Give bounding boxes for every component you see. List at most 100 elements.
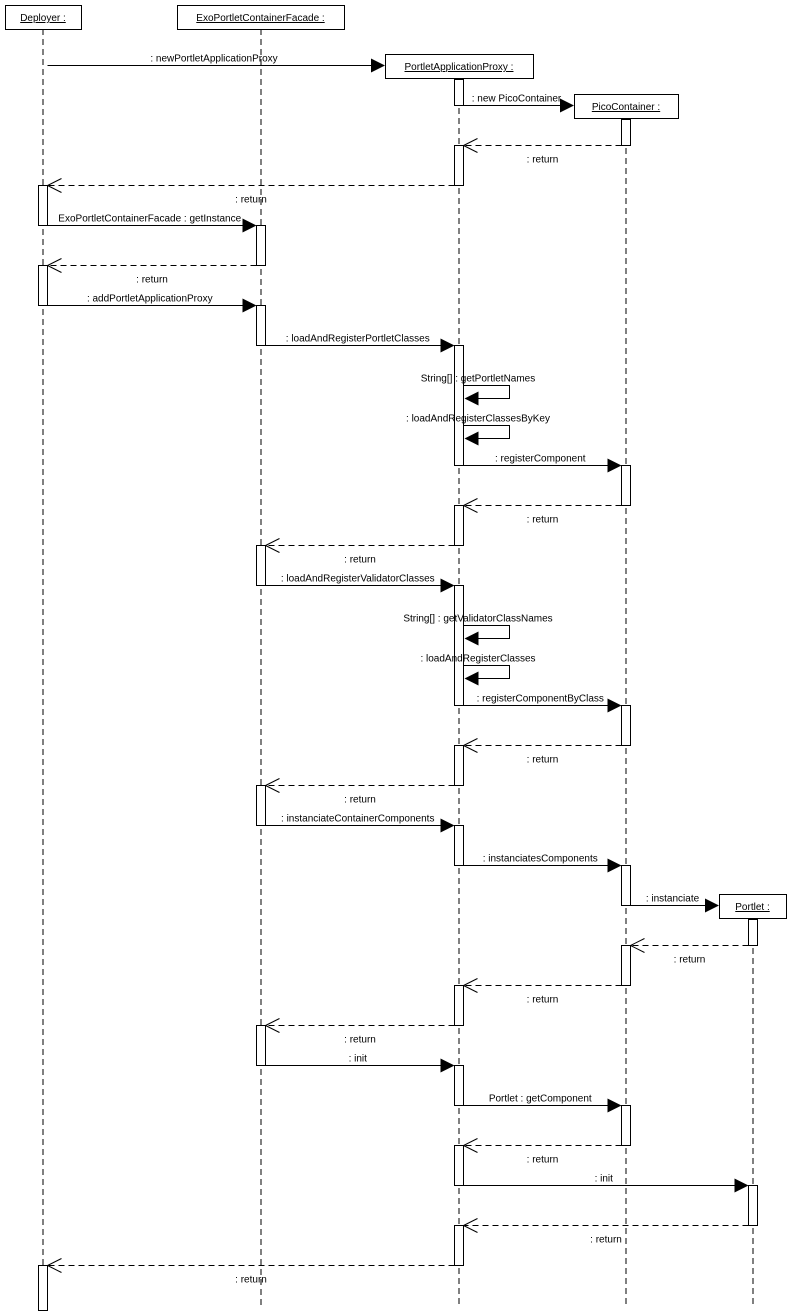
open-arrowhead-icon (264, 778, 280, 793)
object-box (177, 5, 345, 30)
open-arrowhead-icon (46, 178, 62, 193)
message-label: Portlet : getComponent (489, 1094, 592, 1105)
message-self: : loadAndRegisterClassesByKey (406, 414, 550, 446)
activation-proxy (454, 825, 464, 866)
activation-pico (621, 705, 631, 746)
activation-portlet (748, 919, 758, 946)
open-arrowhead-icon (46, 1258, 62, 1273)
message-call: : registerComponentByClass (463, 694, 622, 713)
activations (38, 79, 758, 1311)
filled-arrowhead-icon (440, 1058, 455, 1073)
message-call: : registerComponent (463, 454, 622, 473)
message-label: : loadAndRegisterClassesByKey (406, 414, 550, 425)
message-create: : newPortletApplicationProxy (47, 54, 385, 73)
filled-arrowhead-icon (607, 1098, 622, 1113)
activation-facade (256, 305, 266, 346)
message-call: : instanciatesComponents (463, 854, 622, 873)
activation-pico (621, 119, 631, 146)
filled-arrowhead-icon (242, 218, 257, 233)
message-return: : return (264, 778, 455, 806)
message-return: : return (462, 498, 622, 526)
activation-proxy (454, 505, 464, 546)
message-label: : return (527, 995, 559, 1006)
activation-proxy (454, 1145, 464, 1186)
message-label: : return (344, 795, 376, 806)
activation-proxy (454, 985, 464, 1026)
message-label: : addPortletApplicationProxy (87, 294, 213, 305)
message-label: : new PicoContainer (472, 94, 562, 105)
message-label: : return (527, 155, 559, 166)
message-label: : loadAndRegisterPortletClasses (286, 334, 430, 345)
object-deployer: Deployer : (5, 5, 82, 30)
activation-pico (621, 1105, 631, 1146)
message-label: : newPortletApplicationProxy (150, 54, 277, 65)
message-label: : return (527, 755, 559, 766)
object-name: PortletApplicationProxy : (405, 62, 514, 73)
message-return: : return (462, 738, 622, 766)
activation-deployer (38, 265, 48, 306)
message-label: : return (235, 195, 267, 206)
activation-pico (621, 865, 631, 906)
message-return: : return (46, 258, 257, 286)
message-return: : return (462, 1218, 749, 1246)
object-name: Deployer : (20, 13, 66, 24)
filled-arrowhead-icon (734, 1178, 749, 1193)
filled-arrowhead-icon (560, 98, 574, 113)
activation-pico (621, 945, 631, 986)
object-facade: ExoPortletContainerFacade : (177, 5, 345, 30)
message-call: : addPortletApplicationProxy (47, 294, 257, 313)
filled-arrowhead-icon (440, 338, 455, 353)
message-label: : loadAndRegisterClasses (420, 654, 535, 665)
message-label: : instanciatesComponents (483, 854, 598, 865)
open-arrowhead-icon (264, 538, 280, 553)
activation-facade (256, 1025, 266, 1066)
self-call-line (463, 665, 510, 679)
filled-arrowhead-icon (371, 58, 385, 73)
message-call: ExoPortletContainerFacade : getInstance (47, 214, 257, 233)
message-label: : loadAndRegisterValidatorClasses (281, 574, 435, 585)
messages: : newPortletApplicationProxy : new PicoCo… (46, 54, 749, 1286)
open-arrowhead-icon (462, 138, 478, 153)
message-return: : return (462, 1138, 622, 1166)
activation-facade (256, 225, 266, 266)
open-arrowhead-icon (462, 1138, 478, 1153)
activation-proxy (454, 1065, 464, 1106)
message-label: : return (136, 275, 168, 286)
message-label: : registerComponent (495, 454, 586, 465)
activation-deployer (38, 185, 48, 226)
message-return: : return (264, 1018, 455, 1046)
message-label: : return (344, 555, 376, 566)
open-arrowhead-icon (462, 1218, 478, 1233)
message-label: : init (595, 1174, 614, 1185)
message-self: String[] : getPortletNames (421, 374, 536, 406)
message-call: : loadAndRegisterValidatorClasses (265, 574, 455, 593)
message-label: : registerComponentByClass (477, 694, 604, 705)
self-call-line (463, 425, 510, 439)
message-label: String[] : getPortletNames (421, 374, 536, 385)
activation-facade (256, 785, 266, 826)
object-pico: PicoContainer : (574, 94, 679, 119)
filled-arrowhead-icon (607, 858, 622, 873)
message-return: : return (264, 538, 455, 566)
message-call: : init (463, 1174, 749, 1193)
activation-pico (621, 465, 631, 506)
message-self: String[] : getValidatorClassNames (403, 614, 553, 646)
object-name: ExoPortletContainerFacade : (196, 13, 324, 24)
activation-proxy (454, 1225, 464, 1266)
open-arrowhead-icon (264, 1018, 280, 1033)
activation-facade (256, 545, 266, 586)
message-label: : return (527, 1155, 559, 1166)
open-arrowhead-icon (462, 498, 478, 513)
filled-arrowhead-icon (607, 698, 622, 713)
message-return: : return (629, 938, 749, 966)
activation-portlet (748, 1185, 758, 1226)
object-box (574, 94, 679, 119)
self-call-line (463, 385, 510, 399)
message-label: String[] : getValidatorClassNames (403, 614, 552, 625)
open-arrowhead-icon (462, 738, 478, 753)
message-label: ExoPortletContainerFacade : getInstance (58, 214, 241, 225)
object-name: PicoContainer : (592, 102, 660, 113)
object-box (719, 894, 787, 919)
filled-arrowhead-icon (464, 391, 479, 406)
